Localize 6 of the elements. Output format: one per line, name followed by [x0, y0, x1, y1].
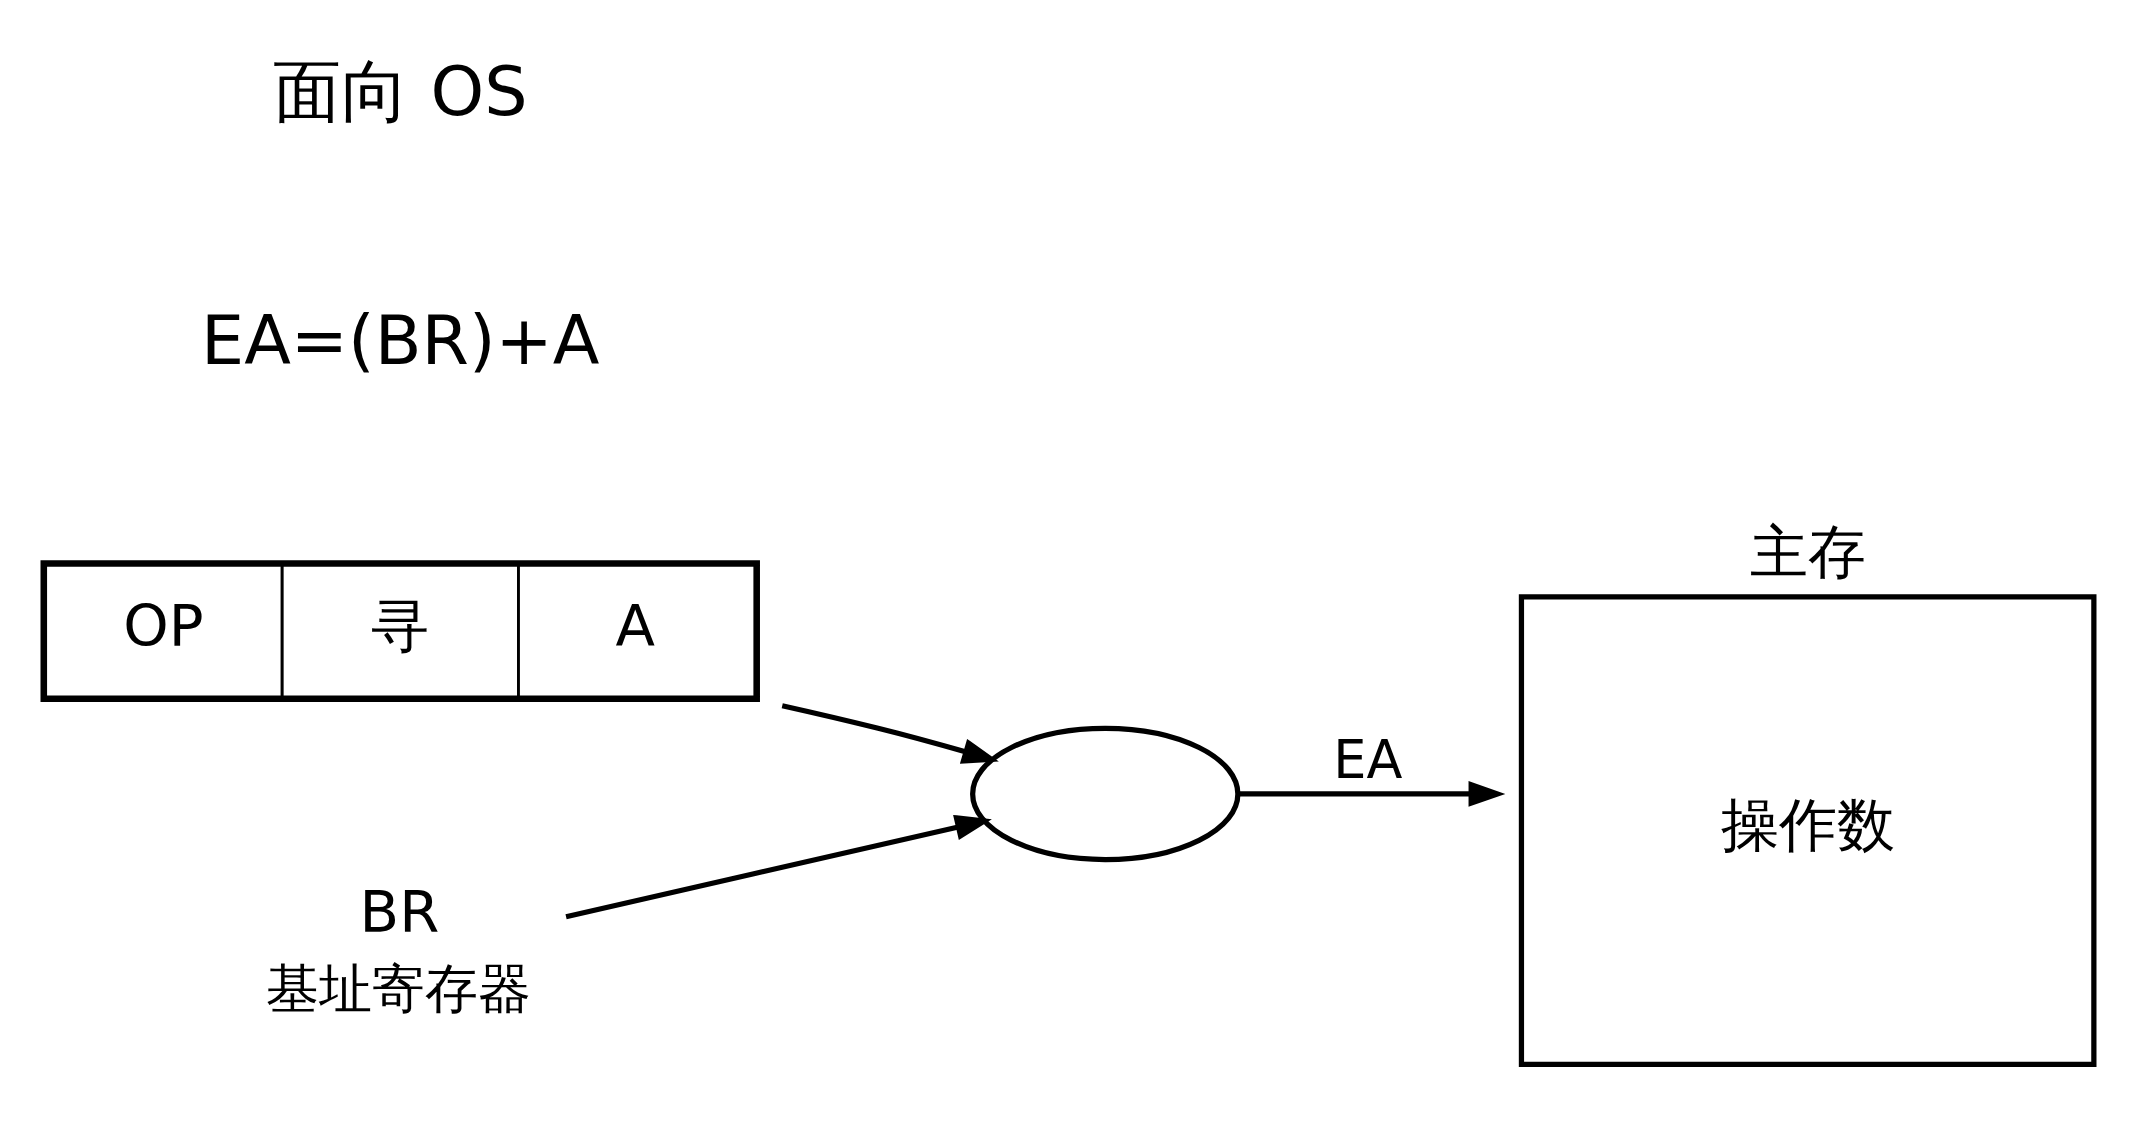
node-label: 基址寄存器 — [266, 957, 532, 1019]
node-text: BR — [359, 877, 440, 946]
label: EA=(BR)+A — [201, 300, 600, 380]
label: 面向 OS — [272, 51, 528, 131]
edge-label: EA — [1333, 728, 1403, 790]
node-label: 主存 — [1749, 517, 1866, 586]
